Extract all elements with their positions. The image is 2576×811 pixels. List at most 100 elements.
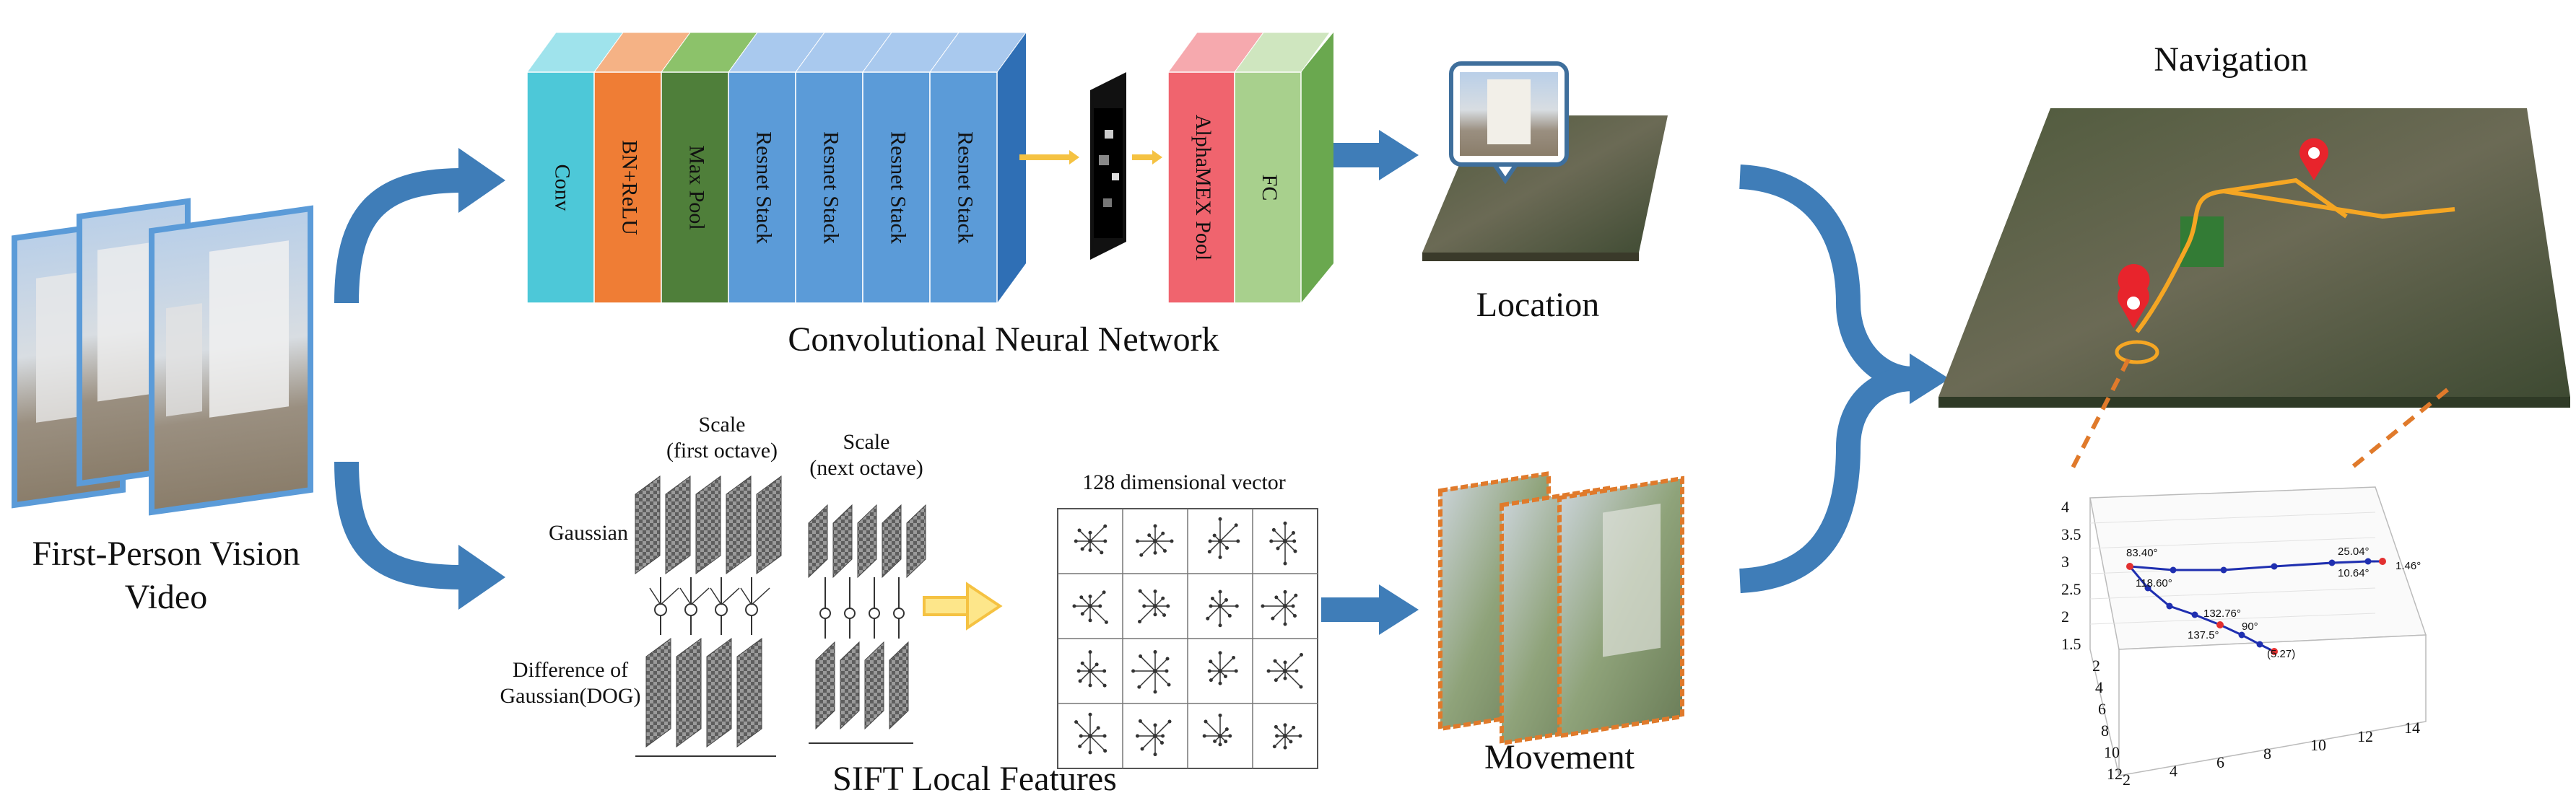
descriptor-cell [1131, 650, 1171, 694]
cnn-layer: Resnet Stack [929, 32, 1027, 304]
z-tick-label: 2.5 [2061, 580, 2081, 598]
z-tick-label: 1.5 [2061, 635, 2081, 653]
flow-arrow [1328, 130, 1419, 180]
scale-slab [864, 641, 884, 730]
flow-arrow [334, 148, 505, 304]
scale-first-label-1: Scale [698, 413, 746, 437]
scale-slab [665, 475, 691, 574]
x-tick-label: 14 [2404, 719, 2420, 737]
descriptor-cell [1266, 653, 1303, 689]
descriptor-cell [1202, 713, 1232, 747]
cnn-layer: Resnet Stack [862, 32, 960, 304]
trajectory-annotation: 83.40° [2126, 547, 2158, 559]
trajectory-point [2166, 602, 2173, 610]
descriptor-cell [1136, 524, 1174, 557]
trajectory-point [2191, 611, 2198, 618]
scale-slab [645, 638, 671, 748]
y-tick-label: 12 [2107, 765, 2123, 783]
trajectory-point [2144, 584, 2151, 592]
descriptor-cell [1206, 589, 1239, 628]
scale-slab [726, 475, 752, 574]
navigation-map [1938, 108, 2570, 408]
descriptor-cell [1207, 651, 1238, 685]
video-frame [149, 205, 313, 516]
z-tick-label: 2 [2061, 608, 2069, 626]
trajectory-annotation: 132.76° [2203, 608, 2241, 620]
trajectory-path [2126, 558, 2386, 655]
x-tick-label: 12 [2357, 727, 2373, 745]
feature-map [1090, 72, 1126, 260]
cnn-layer-label: Conv [551, 164, 575, 211]
flow-arrows [334, 130, 1949, 635]
trajectory-point [2364, 558, 2372, 565]
trajectory-point [2170, 566, 2177, 574]
scale-slab [676, 638, 702, 748]
scale-slab [756, 475, 782, 574]
trajectory-marker [2271, 648, 2278, 655]
movement-frames [1438, 470, 1684, 746]
descriptor-grid [1057, 508, 1318, 769]
x-tick-label: 2 [2123, 771, 2131, 789]
cnn-layer-label: Max Pool [685, 145, 709, 230]
input-label-line2: Video [124, 578, 208, 616]
movement-frame [1557, 475, 1684, 739]
scale-first-label-2: (first octave) [666, 439, 778, 463]
descriptor-cell [1135, 719, 1172, 757]
scale-next-label-1: Scale [843, 430, 890, 454]
trajectory-point [2328, 559, 2336, 566]
dog-label-1: Difference of [512, 658, 629, 682]
y-tick-label: 6 [2098, 700, 2106, 718]
descriptor-cell [1261, 589, 1298, 626]
scale-slab [808, 504, 828, 579]
gaussian-first-octave [635, 475, 782, 574]
scale-slab [840, 641, 860, 730]
vector-title: 128 dimensional vector [1082, 470, 1286, 494]
trajectory-marker [2126, 563, 2133, 570]
y-tick-label: 10 [2104, 743, 2120, 761]
descriptor-cell [1076, 650, 1107, 688]
trajectory-annotation: (5.27) [2267, 648, 2296, 660]
scale-slab [635, 475, 661, 574]
y-tick-label: 8 [2101, 722, 2109, 740]
movement-label: Movement [1484, 738, 1635, 776]
scale-slab [832, 504, 853, 579]
trajectory-annotation: 25.04° [2338, 545, 2370, 558]
scale-slab [889, 641, 909, 730]
trajectory-plot [2089, 486, 2427, 776]
trajectory-annotation: 90° [2242, 621, 2258, 633]
trajectory-point [2271, 563, 2278, 570]
input-label-line1: First-Person Vision [32, 535, 300, 573]
scale-slab [857, 504, 877, 579]
scale-next-label-2: (next octave) [809, 456, 923, 480]
navigation-route [2135, 188, 2455, 333]
gaussian-label: Gaussian [549, 521, 628, 545]
location-label: Location [1476, 286, 1600, 324]
trajectory-point [2256, 641, 2263, 648]
dog-label-2: Gaussian(DOG) [500, 684, 641, 708]
scale-slab [815, 641, 835, 730]
cnn-layer-label: Resnet Stack [954, 131, 978, 244]
descriptor-cell [1272, 723, 1302, 750]
scale-slab [706, 638, 732, 748]
x-tick-label: 6 [2216, 753, 2224, 771]
cnn-layer: Max Pool [661, 32, 758, 304]
cnn-layer-label: Resnet Stack [819, 131, 843, 244]
descriptor-cell [1072, 590, 1108, 624]
trajectory-point [2220, 566, 2227, 574]
descriptor-cell [1269, 521, 1297, 566]
z-tick-label: 4 [2061, 498, 2069, 516]
trajectory-annotation: 1.46° [2396, 560, 2421, 572]
head-layer-label: FC [1258, 175, 1282, 201]
x-tick-label: 4 [2170, 762, 2177, 780]
navigation-label: Navigation [2154, 40, 2308, 79]
flow-arrow [1321, 584, 1419, 635]
y-tick-label: 2 [2092, 657, 2100, 675]
input-video-frames [12, 198, 313, 516]
descriptor-cell [1138, 589, 1170, 623]
cnn-layer: Resnet Stack [795, 32, 892, 304]
descriptor-cell [1074, 524, 1108, 555]
dog-connectors [649, 577, 905, 639]
